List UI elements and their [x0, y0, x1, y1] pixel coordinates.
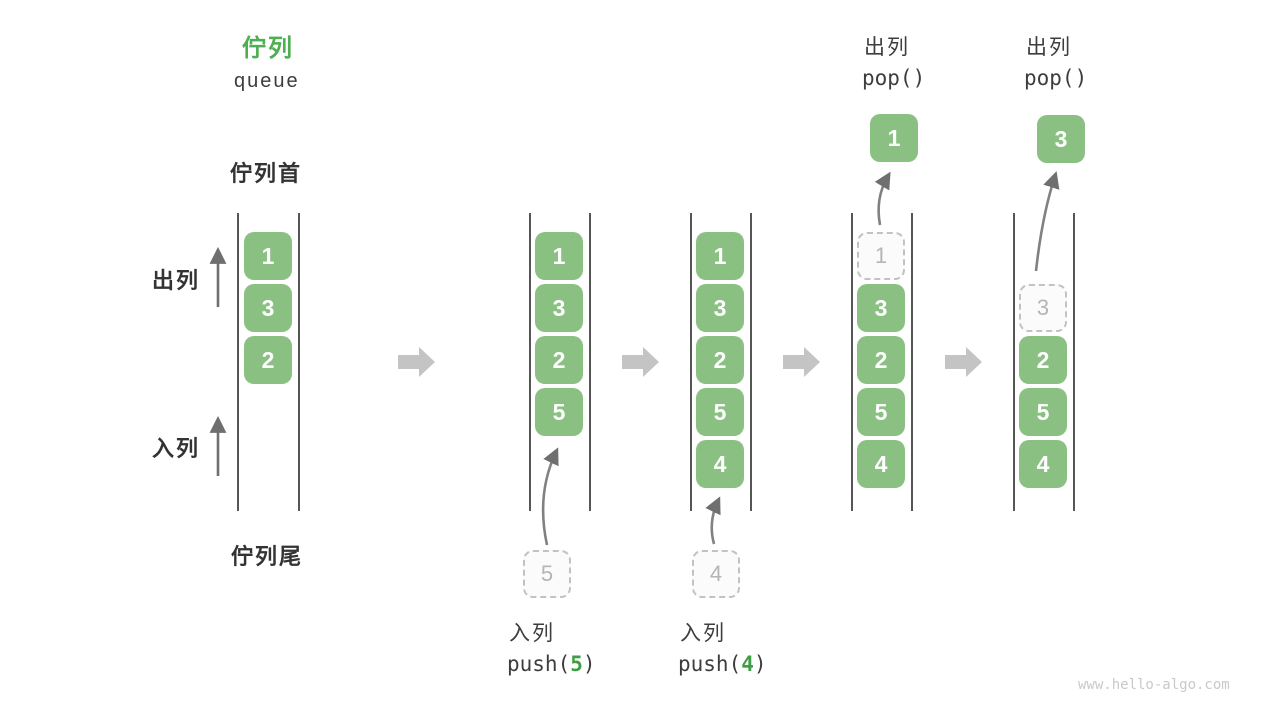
push-code-label: push(4) — [678, 652, 767, 676]
queue-element: 5 — [857, 388, 905, 436]
ghost-element: 4 — [692, 550, 740, 598]
queue-wall — [298, 213, 300, 511]
ghost-element: 5 — [523, 550, 571, 598]
ghost-element: 1 — [857, 232, 905, 280]
dequeue-arrow-3 — [1034, 171, 1060, 272]
queue-element: 5 — [535, 388, 583, 436]
queue-wall — [911, 213, 913, 511]
queue-wall — [1073, 213, 1075, 511]
queue-element: 3 — [696, 284, 744, 332]
enqueue-op-label: 入列 — [509, 622, 555, 645]
queue-wall — [529, 213, 531, 511]
queue-element: 2 — [244, 336, 292, 384]
queue-element: 2 — [535, 336, 583, 384]
queue-wall — [237, 213, 239, 511]
queue-wall — [690, 213, 692, 511]
queue-element: 2 — [696, 336, 744, 384]
queue-element: 4 — [696, 440, 744, 488]
dequeue-op-label: 出列 — [1026, 36, 1072, 59]
state-transition-arrow — [398, 347, 435, 377]
push-code-label: push(5) — [507, 652, 596, 676]
state-transition-arrow — [783, 347, 820, 377]
pop-code-label: pop() — [1024, 66, 1088, 90]
dequeue-op-label: 出列 — [864, 36, 910, 59]
queue-element: 3 — [535, 284, 583, 332]
state-transition-arrow — [622, 347, 659, 377]
queue-element: 4 — [1019, 440, 1067, 488]
push-arg: 4 — [741, 652, 754, 676]
state-transition-arrow — [945, 347, 982, 377]
diagram-title-en: queue — [234, 70, 300, 92]
queue-element: 3 — [857, 284, 905, 332]
popped-element: 3 — [1037, 115, 1085, 163]
queue-element: 3 — [244, 284, 292, 332]
pop-code-label: pop() — [862, 66, 926, 90]
queue-element: 1 — [535, 232, 583, 280]
watermark: www.hello-algo.com — [1078, 677, 1230, 693]
ghost-element: 3 — [1019, 284, 1067, 332]
push-arg: 5 — [570, 652, 583, 676]
queue-wall — [851, 213, 853, 511]
enqueue-side-label: 入列 — [152, 436, 201, 461]
diagram-title-zh: 佇列 — [242, 35, 294, 62]
enqueue-op-label: 入列 — [680, 622, 726, 645]
queue-wall — [1013, 213, 1015, 511]
dequeue-side-label: 出列 — [152, 268, 201, 293]
queue-element: 5 — [1019, 388, 1067, 436]
popped-element: 1 — [870, 114, 918, 162]
queue-element: 1 — [244, 232, 292, 280]
queue-wall — [589, 213, 591, 511]
dequeue-arrow-1 — [874, 171, 891, 226]
queue-front-label: 佇列首 — [230, 161, 303, 186]
queue-wall — [750, 213, 752, 511]
queue-element: 2 — [857, 336, 905, 384]
enqueue-arrow-4 — [705, 496, 721, 545]
enqueue-arrow-5 — [541, 447, 559, 546]
queue-rear-label: 佇列尾 — [231, 544, 304, 569]
queue-element: 1 — [696, 232, 744, 280]
queue-element: 4 — [857, 440, 905, 488]
queue-element: 5 — [696, 388, 744, 436]
queue-element: 2 — [1019, 336, 1067, 384]
